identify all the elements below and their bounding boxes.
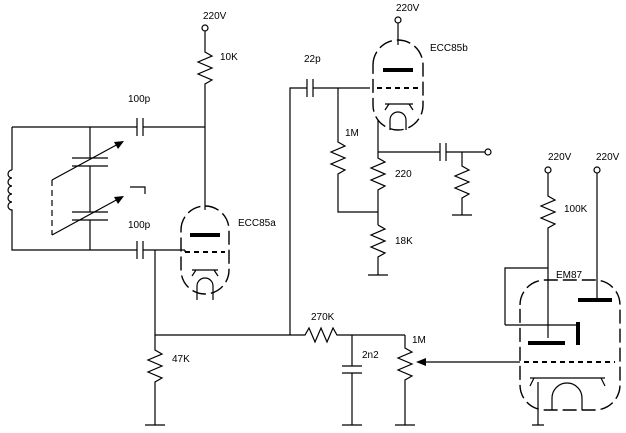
variable-capacitor-lower — [72, 211, 108, 221]
resistor-18k: 18K — [368, 224, 413, 276]
resistor-1m: 1M — [329, 88, 378, 213]
tube-em87: EM87 — [504, 267, 621, 426]
pot1m-label: 1M — [412, 335, 426, 346]
potentiometer-1m: 1M — [395, 335, 520, 426]
resistor-270k: 270K — [290, 312, 405, 344]
c100p-top-label: 100p — [128, 94, 151, 105]
capacitor-2n2: 2n2 — [342, 335, 379, 426]
capacitor-100p-top: 100p — [128, 94, 205, 136]
r100k-label: 100K — [564, 204, 588, 215]
capacitor-22p: 22p — [289, 54, 370, 335]
tube-ecc85b: ECC85b — [372, 39, 468, 131]
r1m-label: 1M — [345, 128, 359, 139]
capacitor-100p-bottom: 100p — [128, 220, 185, 259]
supply-a: 220V 10K — [196, 11, 238, 210]
v220-b-label: 220V — [396, 3, 420, 14]
tube-ecc85a: ECC85a — [180, 205, 276, 300]
supply-b: 220V — [394, 3, 420, 45]
c2n2-label: 2n2 — [362, 350, 379, 361]
resistor-220: 220 — [369, 120, 412, 225]
v220-top-label: 220V — [203, 11, 227, 22]
output-network — [378, 143, 492, 216]
v220-c-label: 220V — [548, 152, 572, 163]
inductor-coil — [7, 169, 13, 213]
c100p-bottom-label: 100p — [128, 220, 151, 231]
r18k-label: 18K — [395, 236, 413, 247]
supply-c: 220V 100K — [539, 152, 588, 338]
r47k-label: 47K — [172, 354, 190, 365]
resistor-47k: 47K — [145, 335, 190, 426]
ecc85b-label: ECC85b — [430, 43, 468, 54]
ecc85a-label: ECC85a — [238, 218, 276, 229]
em87-label: EM87 — [556, 270, 583, 281]
v220-d-label: 220V — [596, 152, 620, 163]
tank-circuit — [7, 126, 146, 251]
c22p-label: 22p — [304, 54, 321, 65]
r270k-label: 270K — [311, 312, 335, 323]
supply-d: 220V — [593, 152, 620, 300]
r220-label: 220 — [395, 169, 412, 180]
r10k-label: 10K — [220, 52, 238, 63]
